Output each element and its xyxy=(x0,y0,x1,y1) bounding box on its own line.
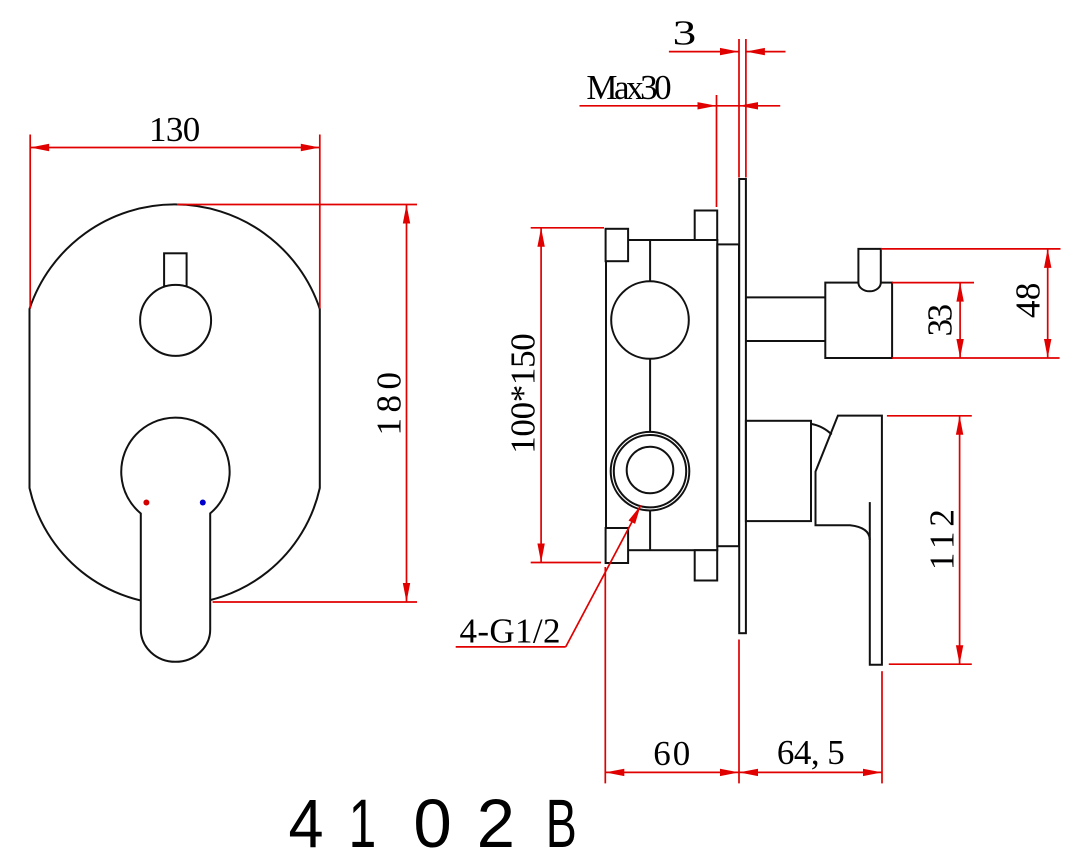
svg-text:64, 5: 64, 5 xyxy=(777,733,845,772)
svg-text:0: 0 xyxy=(413,785,451,862)
svg-text:2: 2 xyxy=(477,785,515,862)
svg-text:4-G1/2: 4-G1/2 xyxy=(460,612,561,651)
svg-text:100*150: 100*150 xyxy=(504,333,543,454)
svg-text:112: 112 xyxy=(922,509,961,570)
svg-text:B: B xyxy=(546,786,577,862)
svg-text:48: 48 xyxy=(1009,283,1048,318)
svg-text:130: 130 xyxy=(149,110,200,149)
svg-text:1: 1 xyxy=(349,785,377,862)
svg-text:33: 33 xyxy=(921,304,960,337)
svg-text:Max30: Max30 xyxy=(586,68,671,107)
svg-text:180: 180 xyxy=(370,372,409,436)
svg-text:3: 3 xyxy=(673,13,697,52)
svg-text:4: 4 xyxy=(288,784,323,861)
